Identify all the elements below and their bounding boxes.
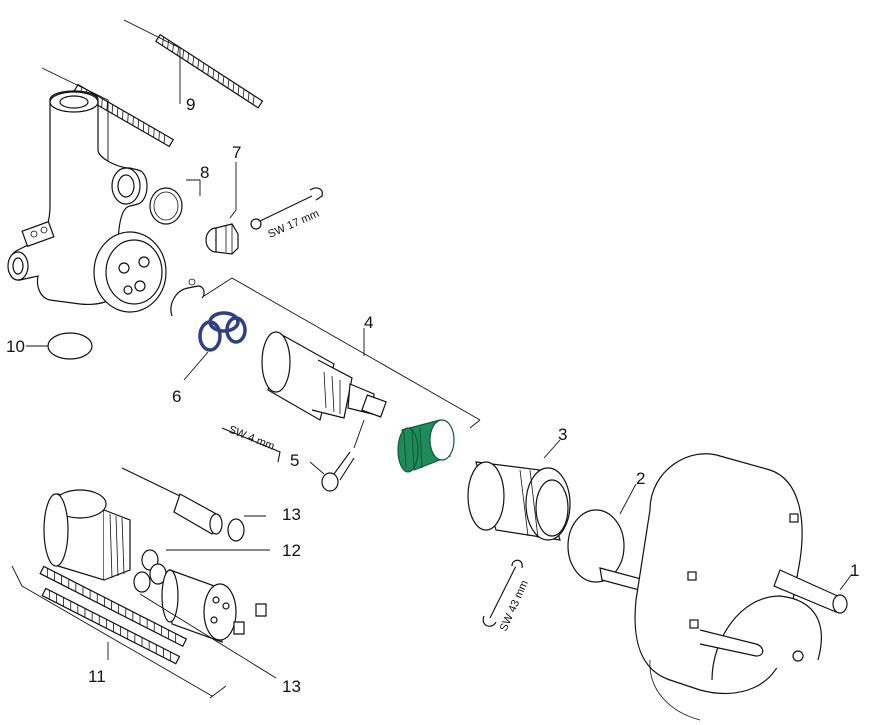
callout-13a: 13 (282, 505, 301, 524)
o-ring-8 (149, 187, 183, 225)
wrench-sw43-icon (482, 559, 523, 627)
callout-13b: 13 (282, 677, 301, 696)
spindle-rod (121, 467, 223, 535)
screw-5 (321, 451, 355, 492)
threaded-rods-11 (11, 565, 227, 699)
sleeve-3 (467, 461, 571, 541)
o-rings-12 (133, 549, 167, 593)
cartridge-4 (261, 331, 387, 421)
hex-key-sw4-icon (221, 427, 281, 463)
valve-body (7, 90, 167, 313)
pin-1 (773, 569, 848, 614)
tool-sw17: SW 17 mm (266, 208, 321, 241)
callout-12: 12 (282, 541, 301, 560)
callout-10: 10 (6, 337, 25, 356)
callout-8: 8 (200, 163, 209, 182)
callout-9: 9 (186, 95, 195, 114)
o-ring-2 (567, 509, 625, 583)
callout-5: 5 (290, 451, 299, 470)
callout-7: 7 (232, 143, 241, 162)
callout-2: 2 (636, 469, 645, 488)
callout-11: 11 (88, 667, 106, 686)
callout-1: 1 (850, 561, 859, 580)
bracket-6 (170, 285, 205, 317)
callout-6: 6 (172, 387, 181, 406)
o-ring-10 (47, 332, 93, 360)
o-ring-13a (227, 518, 245, 542)
tool-sw4: SW 4 mm (227, 424, 276, 453)
cap-assembly (161, 569, 267, 643)
callout-4: 4 (364, 313, 373, 332)
extension-sleeve (43, 489, 131, 581)
threaded-rods-9 (41, 19, 264, 170)
callout-3: 3 (558, 425, 567, 444)
tool-sw43: SW 43 mm (498, 579, 531, 634)
lock-nut-green (397, 419, 455, 473)
plug-7 (205, 223, 239, 255)
o-rings-6 (198, 311, 247, 352)
wrench-sw17-icon (250, 187, 323, 230)
housing-cover (599, 453, 822, 721)
